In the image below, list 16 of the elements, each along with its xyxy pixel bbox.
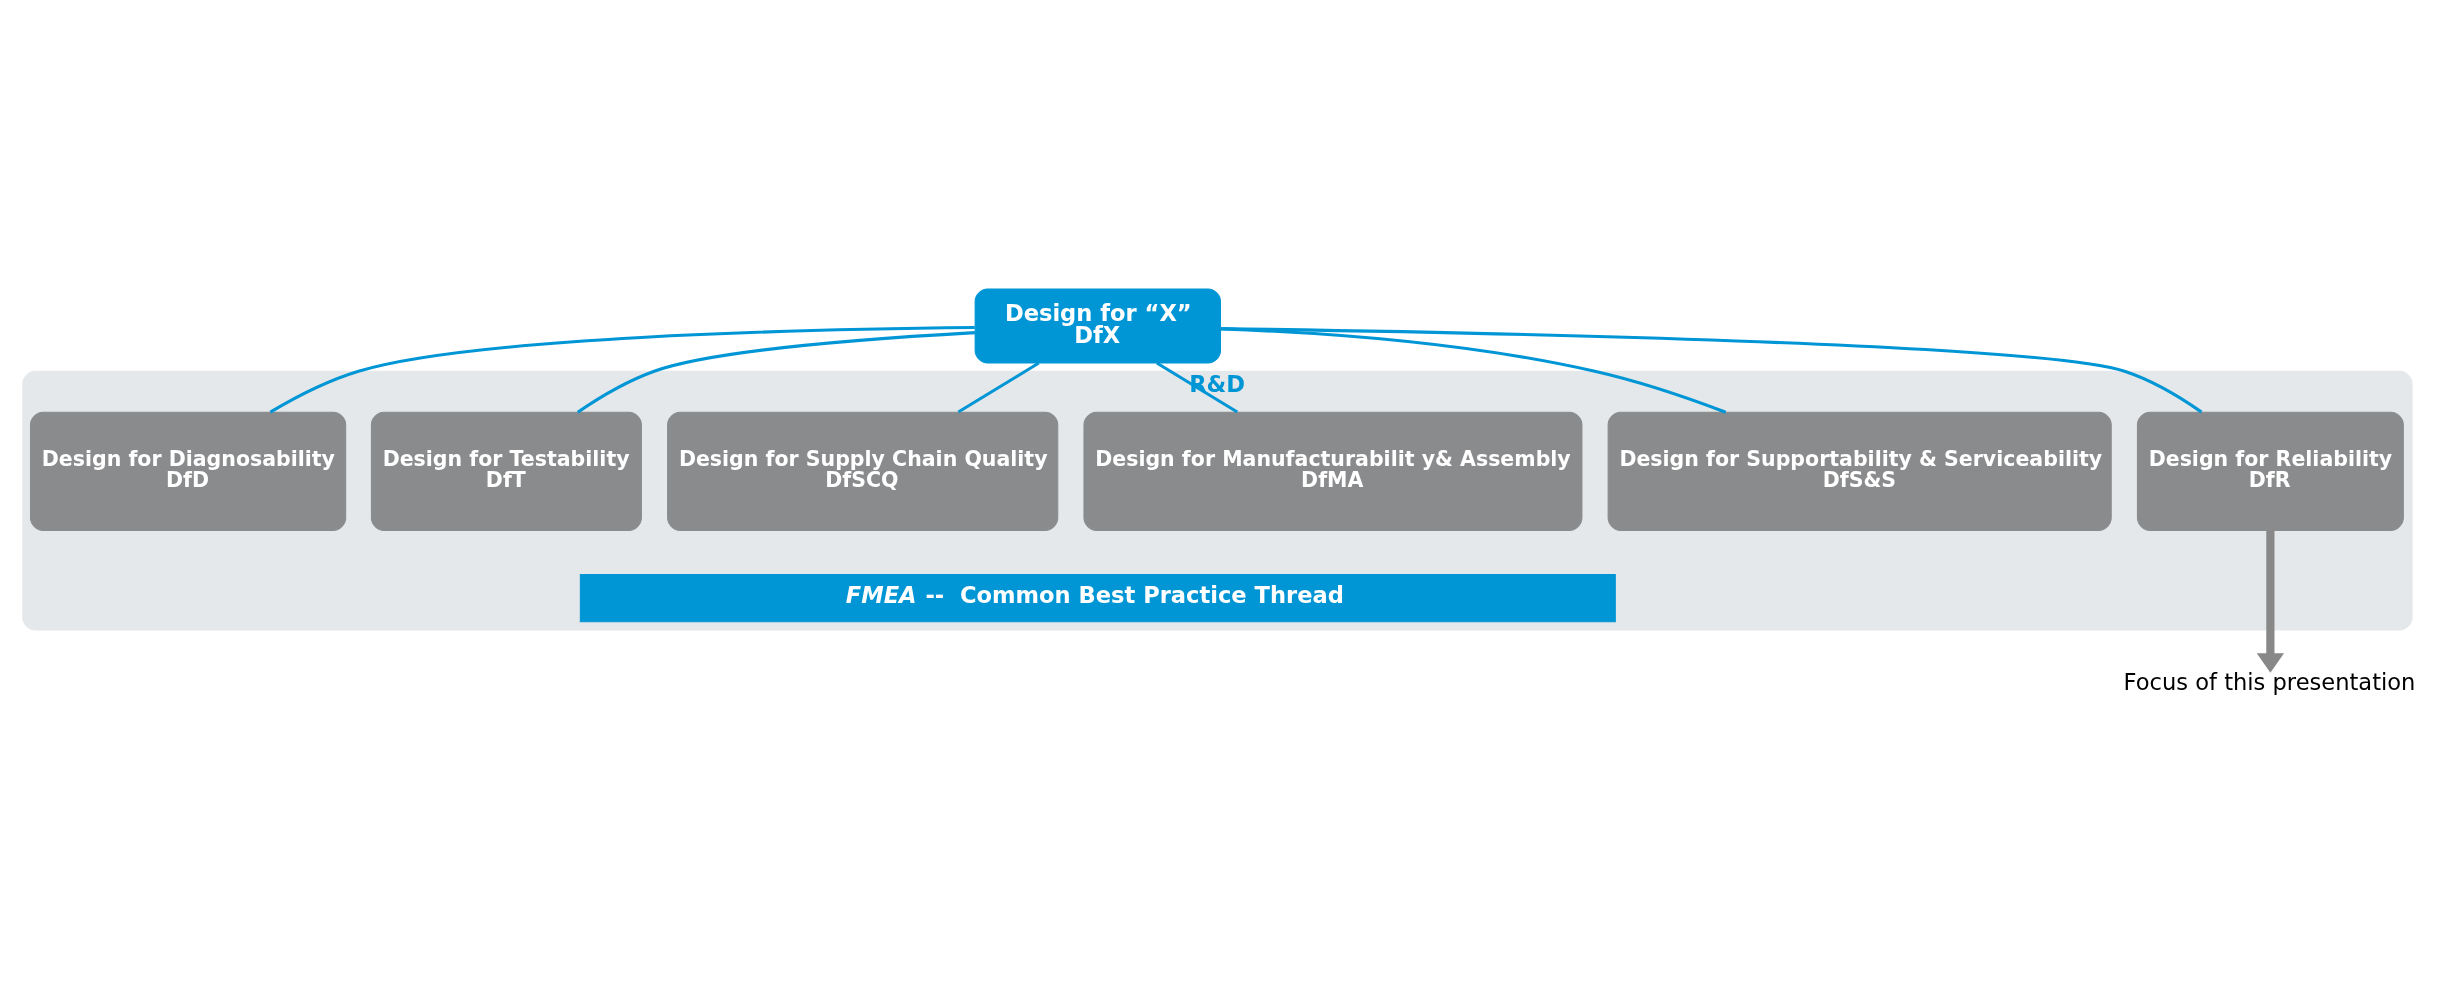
node-box: Design for Diagnosability DfD (29, 411, 347, 531)
connector (957, 361, 1040, 414)
arrow (2256, 530, 2284, 673)
connector (1220, 327, 1727, 414)
node-box: Design for Manufacturabilit y& Assembly DfMA (1083, 411, 1583, 531)
node-box: Design for Supportability & Serviceability DfS&S (1607, 411, 2112, 531)
connector (1220, 327, 2203, 414)
node-box: Design for Supply Chain Quality DfSCQ (667, 411, 1059, 531)
node-box: Design for Reliability DfR (2136, 411, 2404, 531)
node-box: FMEA -- Common Best Practice Thread (579, 574, 1616, 623)
connector (269, 326, 975, 414)
node-text: Focus of this presentation (2123, 669, 2416, 696)
connector (1156, 361, 1239, 414)
node-box: Design for “X” DfX (974, 288, 1222, 364)
node-box: Design for Testability DfT (370, 411, 642, 531)
connector (576, 331, 976, 414)
